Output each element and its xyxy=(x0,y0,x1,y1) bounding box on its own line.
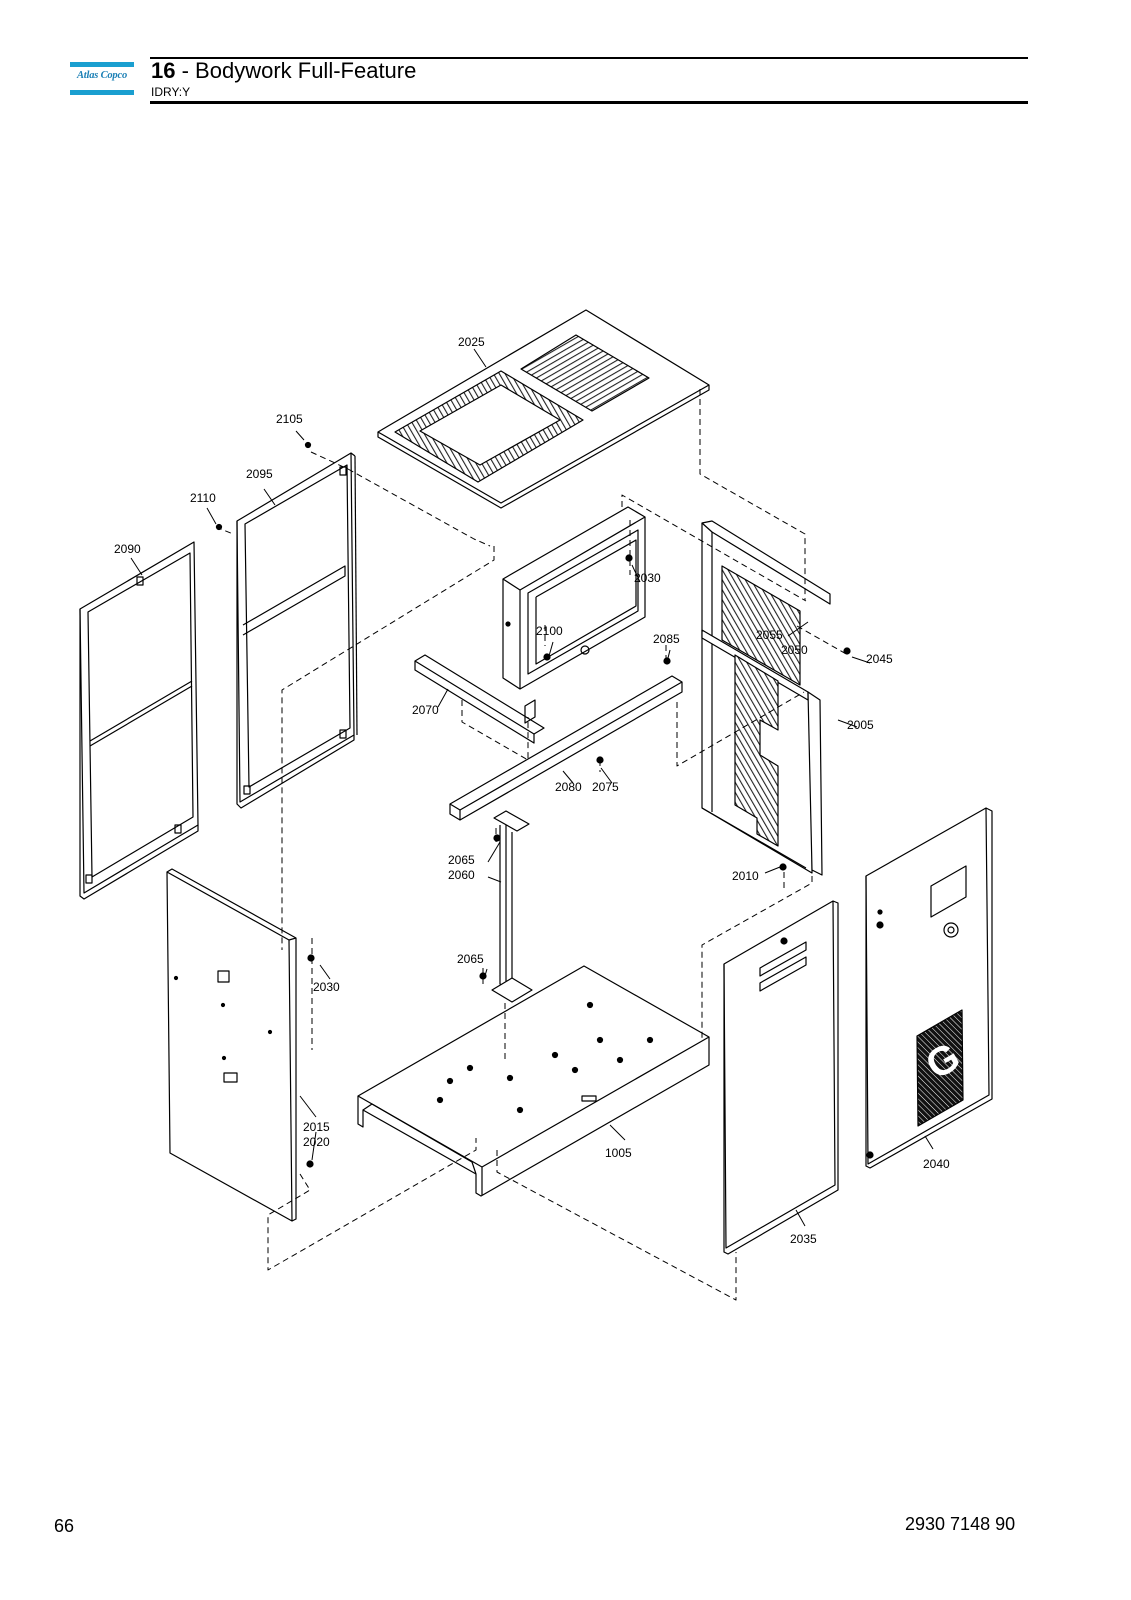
assembly-guide-lines xyxy=(215,389,849,1301)
side-panel-rear xyxy=(236,452,358,809)
page-title: 16 - Bodywork Full-Feature xyxy=(151,58,416,84)
callout-1005: 1005 xyxy=(605,1146,632,1160)
front-panel-left xyxy=(166,868,297,1222)
callout-2040: 2040 xyxy=(923,1157,950,1171)
section-title: - Bodywork Full-Feature xyxy=(181,58,417,83)
callout-2045: 2045 xyxy=(866,652,893,666)
callout-2075: 2075 xyxy=(592,780,619,794)
roof-panel xyxy=(377,309,710,509)
callout-2080: 2080 xyxy=(555,780,582,794)
callout-2090: 2090 xyxy=(114,542,141,556)
logo-bar-bottom xyxy=(70,90,134,95)
atlas-copco-logo: Atlas Copco xyxy=(70,62,134,95)
callout-2095: 2095 xyxy=(246,467,273,481)
callout-2050: 2050 xyxy=(781,643,808,657)
callout-2060: 2060 xyxy=(448,868,475,882)
callout-2035: 2035 xyxy=(790,1232,817,1246)
callout-2005: 2005 xyxy=(847,718,874,732)
page-subtitle: IDRY:Y xyxy=(151,85,191,99)
callout-2030-b: 2030 xyxy=(313,980,340,994)
callout-2030-a: 2030 xyxy=(634,571,661,585)
side-door xyxy=(865,807,993,1169)
header-rule-bottom xyxy=(150,101,1028,104)
logo-wordmark: Atlas Copco xyxy=(76,70,127,81)
header-rule-top xyxy=(150,57,1028,59)
document-number: 2930 7148 90 xyxy=(905,1514,1016,1534)
callout-2085: 2085 xyxy=(653,632,680,646)
callout-2105: 2105 xyxy=(276,412,303,426)
callout-2010: 2010 xyxy=(732,869,759,883)
logo-bar-top xyxy=(70,62,134,67)
callout-2065-b: 2065 xyxy=(457,952,484,966)
callout-2110: 2110 xyxy=(190,491,216,505)
callout-leader-lines xyxy=(130,348,934,1227)
callout-2070: 2070 xyxy=(412,703,439,717)
side-panel-left xyxy=(79,541,199,900)
fastener-markers xyxy=(215,441,851,1168)
support-pillar xyxy=(491,810,533,1003)
base-frame xyxy=(357,965,710,1197)
callout-2015: 2015 xyxy=(303,1120,330,1134)
section-number: 16 xyxy=(151,58,176,83)
central-frame-box xyxy=(502,506,646,690)
callout-labels: 2025 2105 2095 2110 2090 2030 2100 2085 … xyxy=(114,335,950,1246)
front-door xyxy=(723,900,839,1255)
callout-2055: 2055 xyxy=(756,628,783,642)
callout-2020: 2020 xyxy=(303,1135,330,1149)
right-door-frame xyxy=(701,520,831,876)
support-rails xyxy=(414,654,683,821)
callout-2065-a: 2065 xyxy=(448,853,475,867)
callout-2100: 2100 xyxy=(536,624,563,638)
callout-2025: 2025 xyxy=(458,335,485,349)
page-number: 66 xyxy=(54,1516,75,1536)
